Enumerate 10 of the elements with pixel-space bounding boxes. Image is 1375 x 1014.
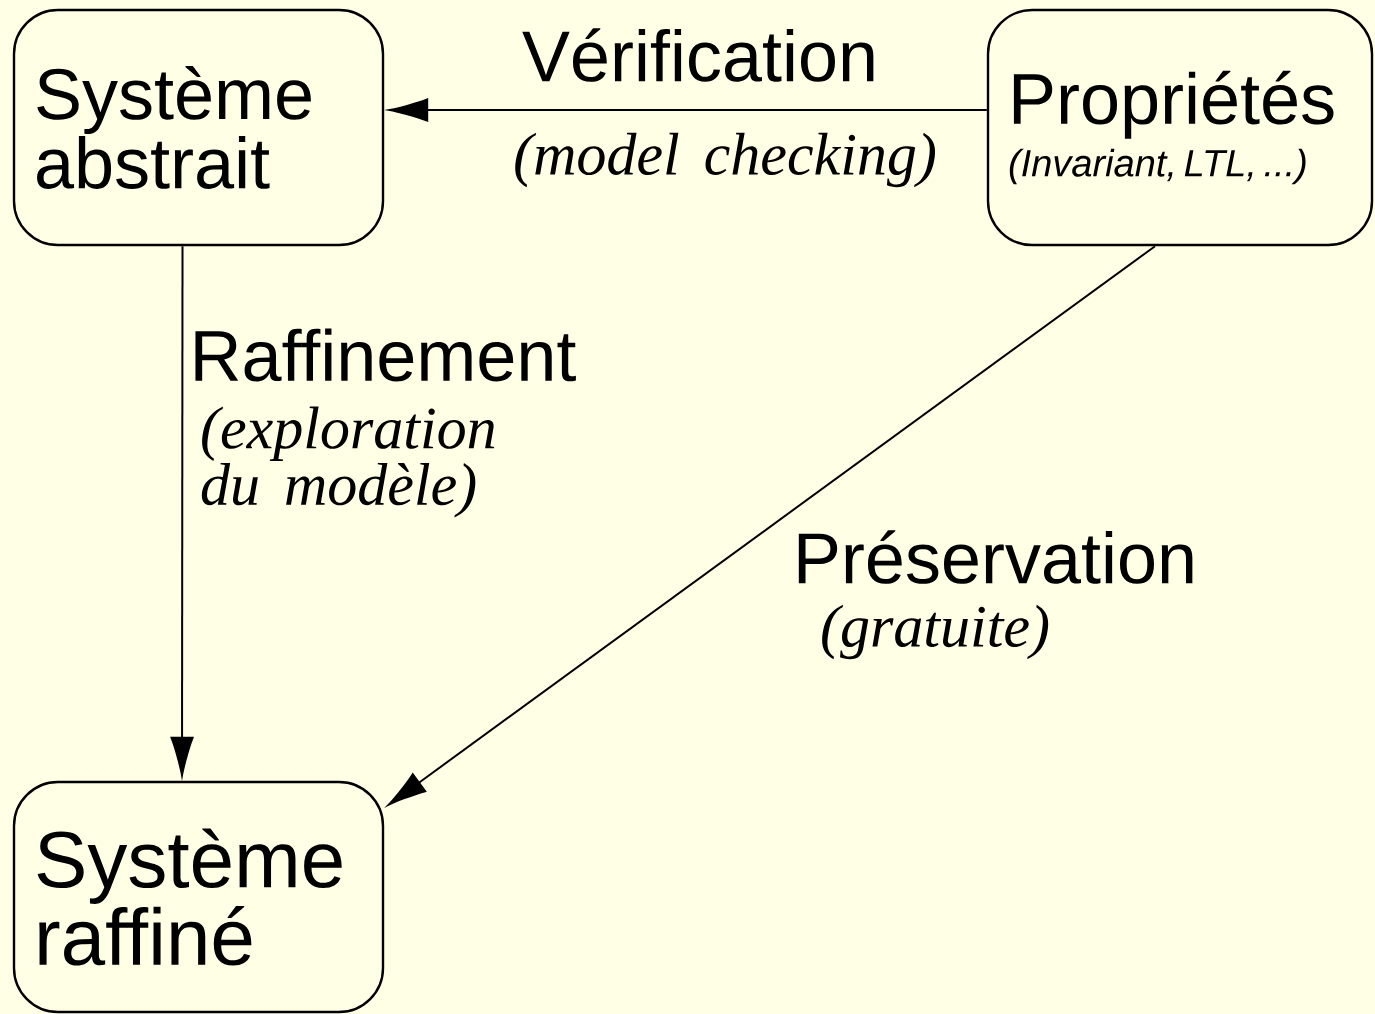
edge-label: Préservation (798, 530, 1193, 584)
annotation: (exploration du modèle) (201, 406, 495, 518)
rounded-box: Propriétés (Invariant, LTL, ...) (986, 8, 1374, 247)
rounded-box: Système raffiné (12, 780, 385, 1014)
arrow (387, 245, 1156, 806)
annotation: (gratuite) (822, 604, 1049, 660)
rounded-box: Système abstrait (12, 8, 385, 247)
edge-label: Vérification (522, 28, 874, 82)
annotation: (model checking) (515, 132, 936, 188)
edge-label: Raffinement (195, 328, 576, 382)
